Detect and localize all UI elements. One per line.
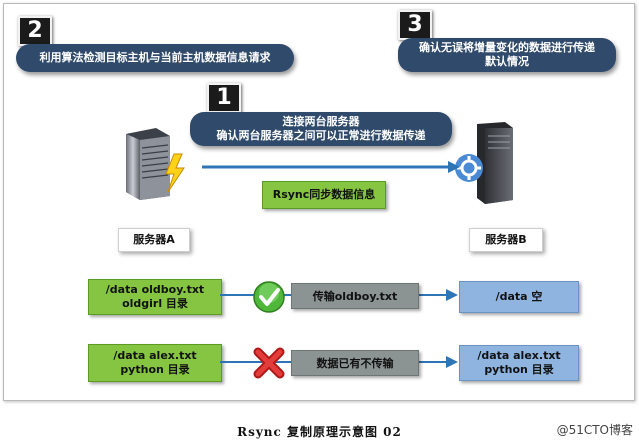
row2-action-box: 数据已有不传输	[291, 350, 419, 376]
step-3-number: 3	[398, 10, 432, 40]
row2-source-box: /data alex.txt python 目录	[88, 344, 222, 382]
cross-icon	[253, 347, 285, 379]
server-a-label: 服务器A	[118, 228, 190, 252]
server-b-label: 服务器B	[469, 228, 543, 252]
row1-source-line1: /data oldboy.txt	[105, 283, 205, 296]
checkmark-icon	[253, 281, 285, 313]
step-1-number: 1	[207, 83, 241, 113]
row1-action-box: 传输oldboy.txt	[291, 283, 419, 309]
row2-action-text: 数据已有不传输	[316, 357, 394, 370]
server-a-icon	[126, 128, 185, 200]
row2-target-box: /data alex.txt python 目录	[459, 345, 579, 381]
step-2-pill: 利用算法检测目标主机与当前主机数据信息请求	[16, 44, 294, 72]
server-b-icon	[455, 122, 513, 204]
step-2-number: 2	[18, 16, 52, 46]
rsync-sync-text: Rsync同步数据信息	[272, 188, 376, 201]
row1-source-line2: oldgirl 目录	[122, 297, 188, 310]
figure-caption: Rsync 复制原理示意图 02	[237, 425, 402, 439]
row2-target-line2: python 目录	[484, 363, 554, 376]
step-2-text: 利用算法检测目标主机与当前主机数据信息请求	[39, 51, 271, 64]
step-1-line1: 连接两台服务器	[282, 115, 360, 128]
step-3-pill: 确认无误将增量变化的数据进行传递 默认情况	[398, 38, 616, 72]
step-1-line2: 确认两台服务器之间可以正常进行数据传递	[216, 129, 426, 142]
row1-target-box: /data 空	[459, 281, 579, 313]
step-1-pill: 连接两台服务器 确认两台服务器之间可以正常进行数据传递	[190, 112, 452, 146]
row1-action-text: 传输oldboy.txt	[312, 290, 398, 303]
rsync-sync-label: Rsync同步数据信息	[262, 181, 386, 209]
row2-source-line1: /data alex.txt	[113, 349, 197, 362]
row1-target-line1: /data 空	[495, 290, 543, 303]
row1-source-box: /data oldboy.txt oldgirl 目录	[88, 279, 222, 315]
row2-target-line1: /data alex.txt	[477, 349, 561, 362]
step-3-line1: 确认无误将增量变化的数据进行传递	[419, 41, 595, 54]
main-arrow	[202, 161, 460, 173]
watermark: @51CTO博客	[556, 423, 633, 437]
step-3-line2: 默认情况	[485, 55, 529, 68]
row2-source-line2: python 目录	[120, 363, 190, 376]
